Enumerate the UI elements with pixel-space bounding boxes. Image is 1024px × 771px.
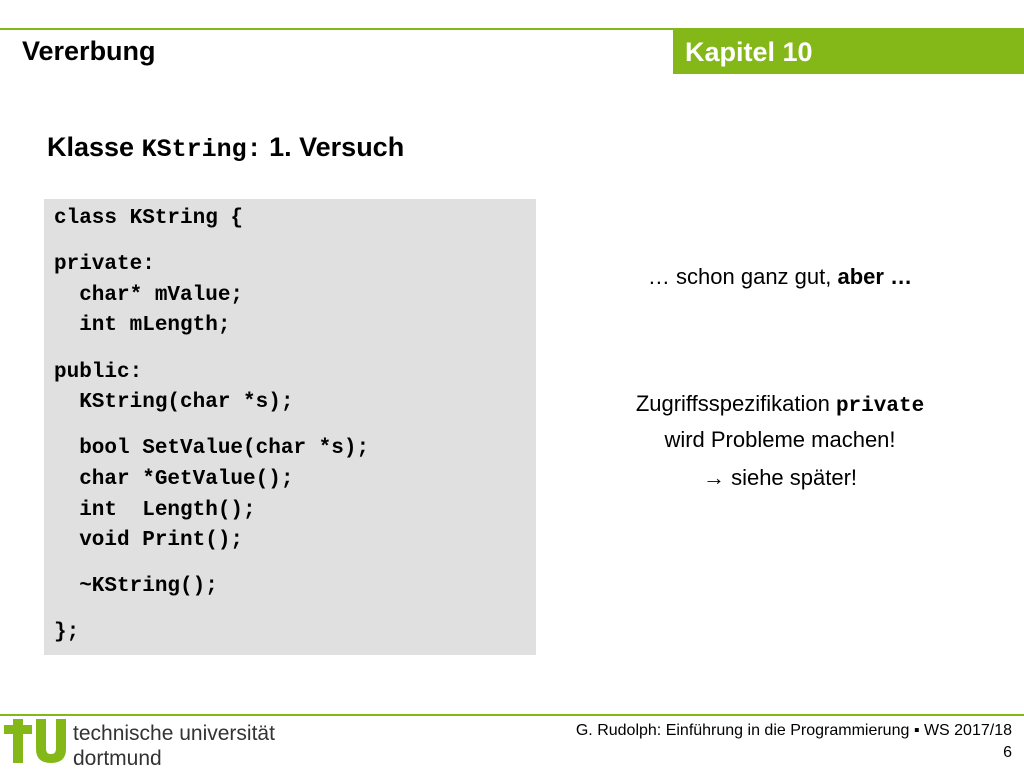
code-line: int Length();: [54, 499, 256, 522]
code-line: ~KString();: [54, 575, 218, 598]
code-line: void Print();: [54, 529, 244, 552]
comment-text: … schon ganz gut,: [647, 264, 838, 289]
tu-logo-icon: [4, 719, 66, 763]
access-spec-keyword: private: [835, 395, 925, 418]
slide-heading: Klasse KString: 1. Versuch: [47, 132, 404, 164]
code-block: class KString { private: char* mValue; i…: [44, 199, 536, 655]
header-rule: [0, 28, 1024, 30]
chapter-badge: Kapitel 10: [673, 30, 1024, 74]
slide-section-title: Vererbung: [22, 36, 156, 66]
chapter-label: Kapitel 10: [685, 37, 813, 67]
footer-rule: [0, 714, 1024, 716]
code-line: };: [54, 621, 80, 644]
university-line1: technische universität: [73, 722, 275, 745]
code-line: char *GetValue();: [54, 468, 294, 491]
university-line2: dortmund: [73, 747, 162, 770]
code-line: private:: [54, 253, 155, 276]
see-later-note: → siehe später!: [702, 465, 858, 490]
page-number: 6: [1003, 744, 1012, 761]
footer-citation: G. Rudolph: Einführung in die Programmie…: [575, 722, 1012, 739]
code-line: char* mValue;: [54, 284, 244, 307]
access-spec-text: Zugriffsspezifikation: [635, 391, 836, 416]
access-spec-note: Zugriffsspezifikation private wird Probl…: [580, 387, 980, 456]
comment-bold: aber …: [837, 264, 913, 289]
heading-code: KString:: [141, 135, 262, 164]
code-line: int mLength;: [54, 314, 231, 337]
access-spec-line2: wird Probleme machen!: [664, 427, 896, 452]
access-spec-line1: Zugriffsspezifikation private: [580, 387, 980, 423]
code-line: bool SetValue(char *s);: [54, 437, 370, 460]
code-line: class KString {: [54, 207, 244, 230]
heading-prefix: Klasse: [47, 132, 142, 162]
university-name: technische universität dortmund: [73, 721, 275, 771]
comment-note: … schon ganz gut, aber …: [580, 264, 980, 290]
code-line: KString(char *s);: [54, 391, 294, 414]
code-line: public:: [54, 361, 143, 384]
heading-suffix: 1. Versuch: [261, 132, 405, 162]
